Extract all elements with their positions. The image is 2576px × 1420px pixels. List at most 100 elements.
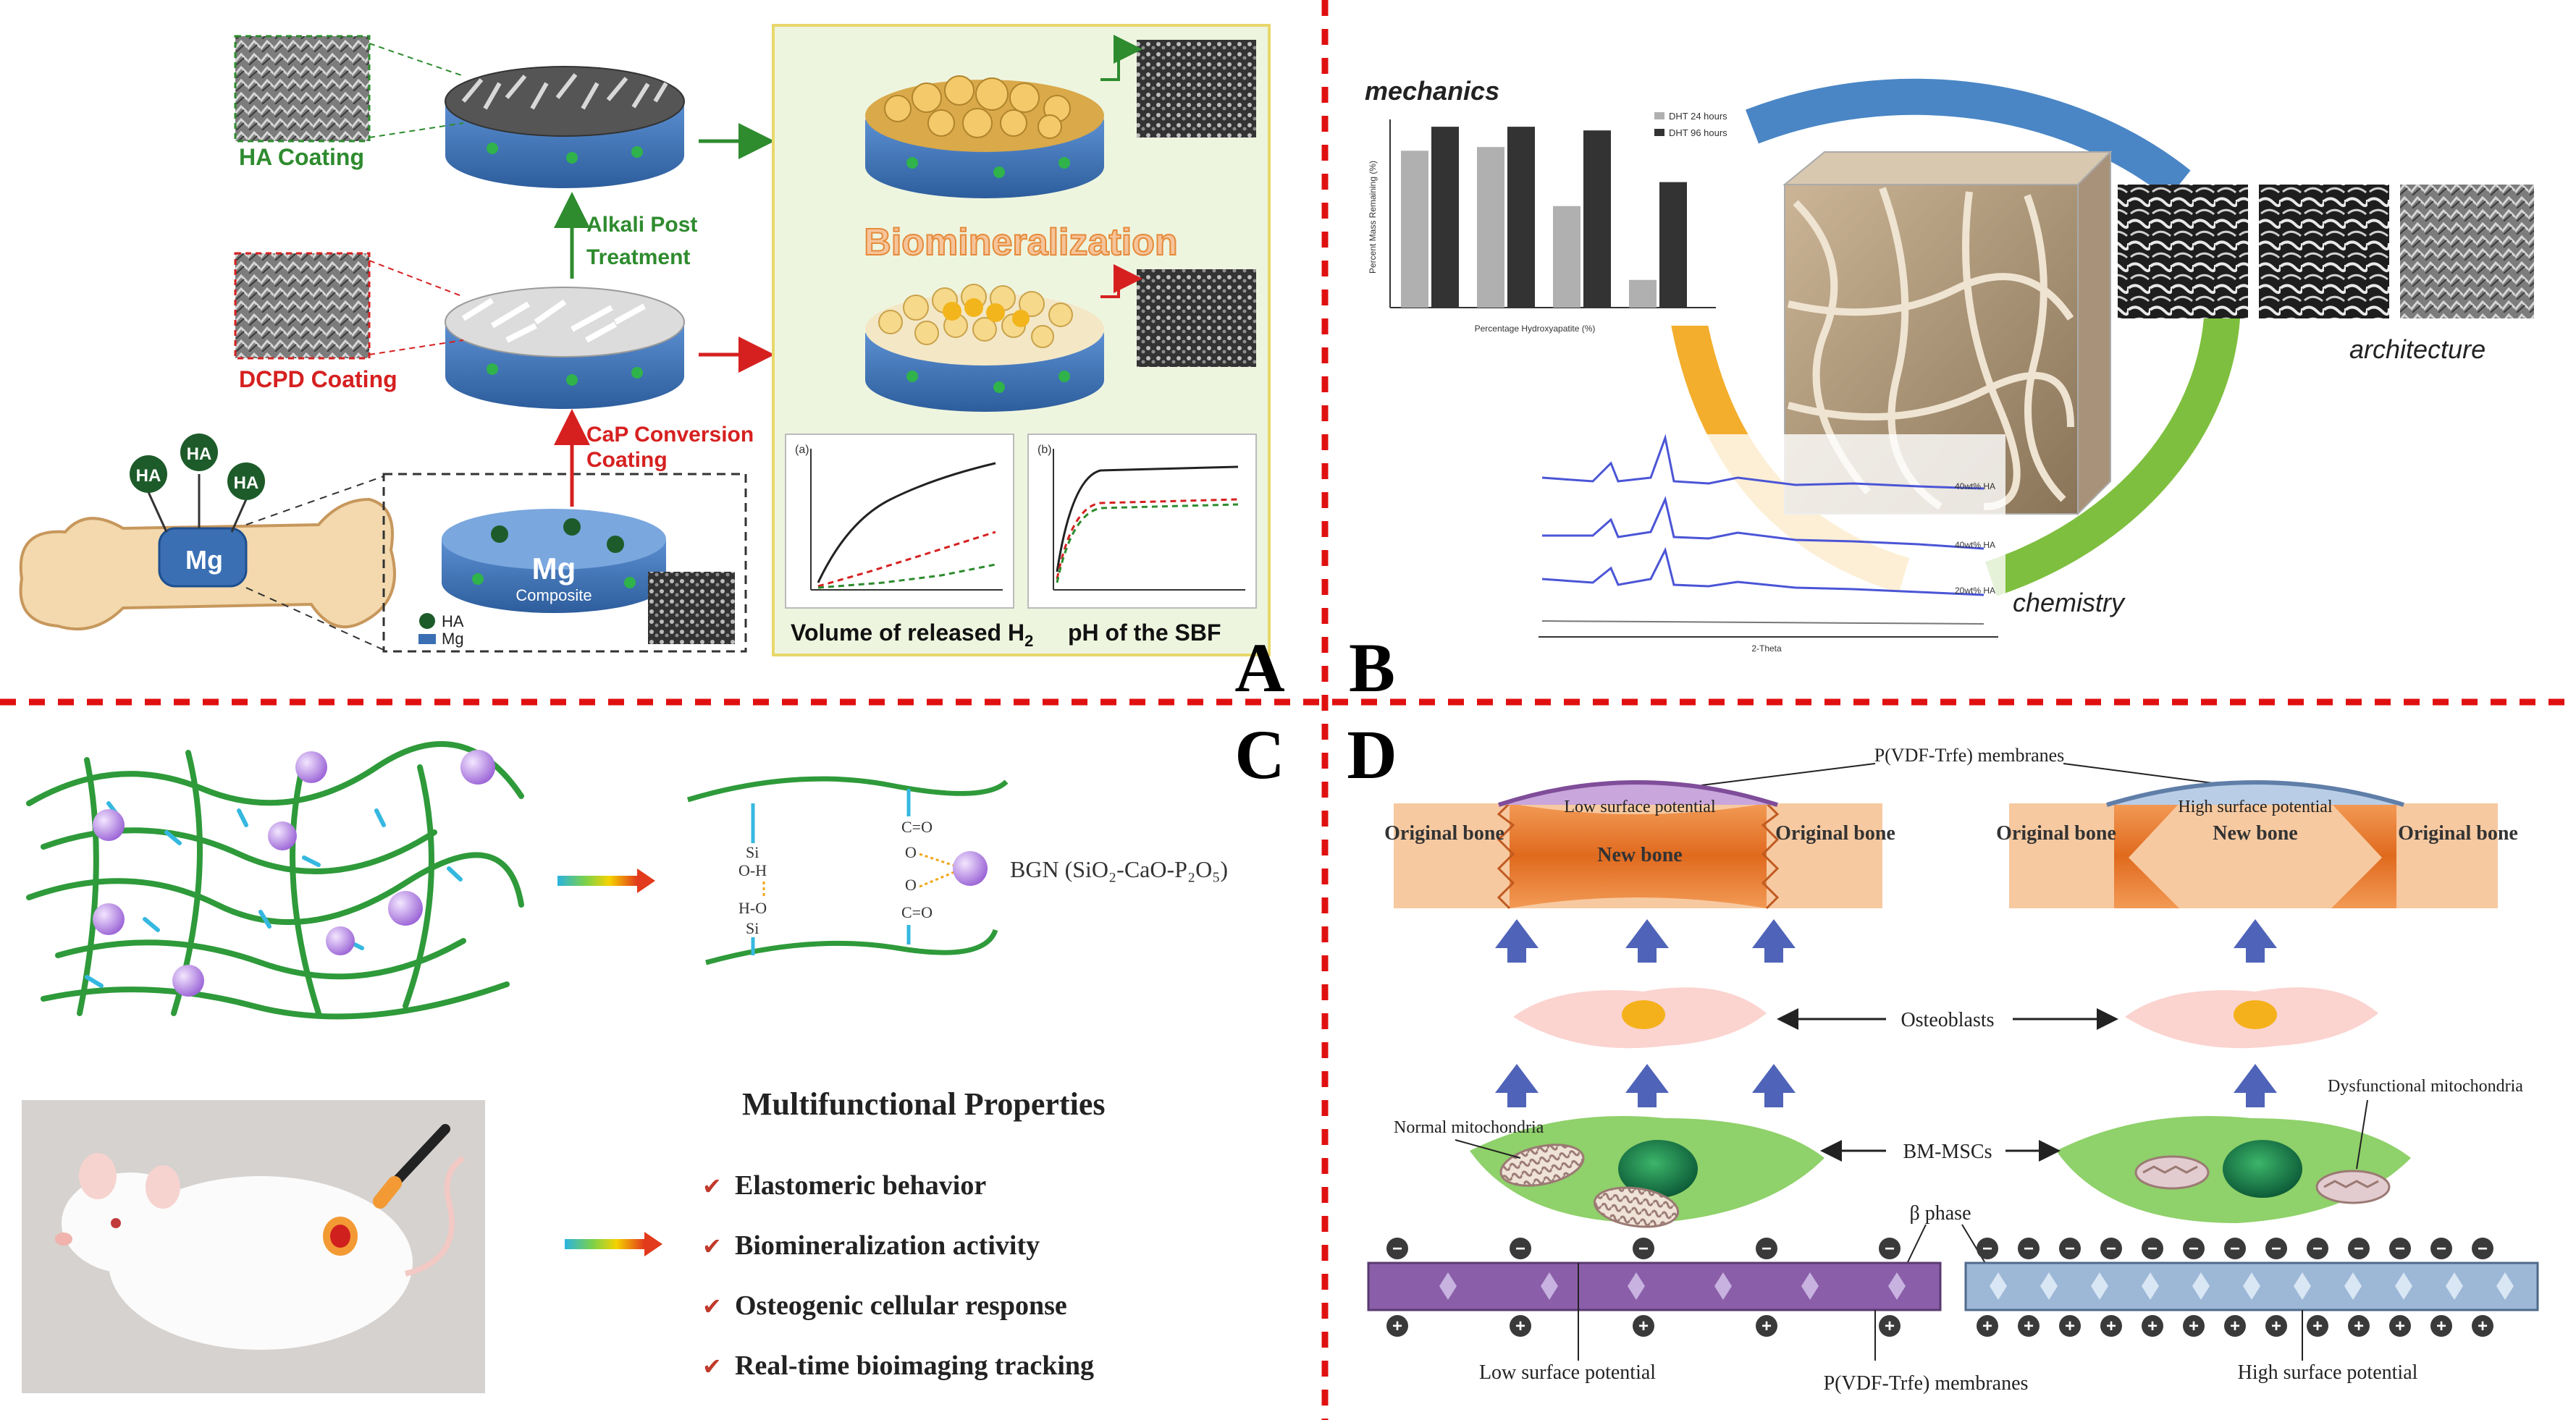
chemistry-label: chemistry xyxy=(2013,588,2126,617)
bgn-spheres xyxy=(93,750,495,997)
panel-letter-b: B xyxy=(1349,629,1395,706)
positive-charge-sign: + xyxy=(2354,1317,2364,1336)
composite-mg-label: Mg xyxy=(532,551,576,586)
h2-curve-black xyxy=(817,462,996,583)
negative-charge-sign: − xyxy=(1885,1239,1895,1259)
low-surface-potential-bottom-label: Low surface potential xyxy=(1479,1361,1656,1384)
positive-charge-icon xyxy=(2059,1315,2081,1337)
positive-charge-sign: + xyxy=(1885,1317,1895,1336)
legend-mg-swatch xyxy=(418,634,436,644)
negative-charge-sign: − xyxy=(2230,1239,2240,1259)
bone-block-right: Original bone Original bone New bone Hig… xyxy=(1996,780,2518,908)
negative-charge-sign: − xyxy=(2065,1239,2075,1259)
check-icon: ✔ xyxy=(702,1233,722,1259)
bone-illustration: Mg HA HA HA xyxy=(19,434,396,631)
sem-image-ha xyxy=(234,35,371,143)
positive-charge-sign: + xyxy=(2436,1317,2446,1336)
property-list: ✔ Elastomeric behavior ✔ Biomineralizati… xyxy=(702,1170,1094,1381)
h2-plot xyxy=(785,434,1014,609)
cap-conversion-label-1: CaP Conversion xyxy=(586,423,754,447)
bm-mscs-label: BM-MSCs xyxy=(1903,1141,1992,1163)
ph-curve-red xyxy=(1056,498,1239,580)
positive-charge-icon xyxy=(2307,1315,2328,1337)
dcpd-coating-label: DCPD Coating xyxy=(239,366,397,392)
dysfunctional-mito-label: Dysfunctional mitochondria xyxy=(2328,1077,2523,1096)
positive-charge-sign: + xyxy=(2312,1317,2323,1336)
rainbow-arrow-bottom xyxy=(565,1239,644,1249)
legend-24-label: DHT 24 hours xyxy=(1669,111,1727,122)
positive-charge-icon xyxy=(2430,1315,2452,1337)
caption-h2-text: Volume of released H xyxy=(791,620,1024,646)
bone-block-left: Original bone Original bone New bone Low… xyxy=(1384,780,1895,910)
xrd-xlabel: 2-Theta xyxy=(1751,643,1782,654)
bar-96h xyxy=(1583,130,1611,308)
negative-charge-icon xyxy=(2430,1238,2452,1259)
plot-b-tag: (b) xyxy=(1037,444,1052,456)
low-surface-potential-label: Low surface potential xyxy=(1564,798,1716,816)
panel-letter-c: C xyxy=(1234,716,1284,793)
bar-24h xyxy=(1401,151,1428,308)
positive-charge-icon xyxy=(1977,1315,1998,1337)
positive-charge-sign: + xyxy=(2230,1317,2240,1336)
positive-charge-icon xyxy=(1756,1315,1777,1337)
bond-ho: H-O xyxy=(738,899,767,917)
property-item: Elastomeric behavior xyxy=(735,1170,986,1201)
positive-charge-icon xyxy=(2265,1315,2287,1337)
negative-charge-icon xyxy=(2265,1238,2287,1259)
negative-charge-sign: − xyxy=(2354,1239,2364,1259)
ha-particle xyxy=(130,455,167,493)
positive-charge-sign: + xyxy=(1638,1317,1649,1336)
negative-charge-icon xyxy=(1879,1238,1901,1259)
plot-a-tag: (a) xyxy=(795,444,809,456)
membrane-arc-high xyxy=(2106,780,2404,807)
positive-charge-icon xyxy=(2348,1315,2370,1337)
architecture-label: architecture xyxy=(2349,334,2485,364)
sem-image-bio-bottom xyxy=(1137,269,1256,367)
mg-label: Mg xyxy=(185,545,223,575)
bond-oh: O-H xyxy=(738,861,767,879)
panel-b: mechanics Percent Mass Remaining (%) Per… xyxy=(1349,76,2534,706)
bio-disc-top xyxy=(865,75,1104,198)
membranes-top-label: P(VDF-Trfe) membranes xyxy=(1874,745,2065,766)
normal-mito-text: Normal mitochondria xyxy=(1394,1118,1544,1137)
sem-architecture-2 xyxy=(2259,185,2389,318)
bar-24h xyxy=(1553,206,1580,308)
xrd-label-3: 20wt% HA xyxy=(1955,586,1995,596)
alkali-label-1: Alkali Post xyxy=(586,213,697,237)
property-item: Real-time bioimaging tracking xyxy=(735,1351,1094,1381)
sem-architecture-3 xyxy=(2400,185,2534,318)
bar-chart-ylabel: Percent Mass Remaining (%) xyxy=(1368,161,1378,274)
panel-a: Mg HA HA HA Mg Composite HA Mg xyxy=(19,24,1285,706)
bm-msc-left xyxy=(1470,1116,1824,1228)
bgn-sphere-detail xyxy=(953,851,988,886)
ha-particle xyxy=(227,462,265,500)
up-arrows-row-1 xyxy=(1495,919,2277,963)
ha-coating-label: HA Coating xyxy=(239,144,364,170)
beta-phase-label: β phase xyxy=(1910,1202,1971,1225)
bond-o-top: O xyxy=(905,843,917,861)
legend-mg-label: Mg xyxy=(442,630,464,648)
negative-charge-icon xyxy=(1756,1238,1777,1259)
high-surface-potential-bottom-label: High surface potential xyxy=(2238,1361,2418,1384)
caption-h2: Volume of released H2 xyxy=(791,620,1033,650)
membranes-bottom-label: P(VDF-Trfe) membranes xyxy=(1824,1372,2029,1395)
negative-charge-sign: − xyxy=(2478,1239,2488,1259)
positive-charge-sign: + xyxy=(1982,1317,1992,1336)
check-icon: ✔ xyxy=(702,1293,722,1319)
positive-charge-sign: + xyxy=(2395,1317,2405,1336)
bar-24h xyxy=(1477,147,1504,308)
negative-charge-sign: − xyxy=(2436,1239,2446,1259)
positive-charge-icon xyxy=(1879,1315,1901,1337)
osteoblasts-label: Osteoblasts xyxy=(1901,1009,1994,1031)
negative-charge-icon xyxy=(1977,1238,1998,1259)
original-bone-label: Original bone xyxy=(2398,822,2518,845)
negative-charge-sign: − xyxy=(2271,1239,2281,1259)
negative-charge-icon xyxy=(2059,1238,2081,1259)
negative-charge-icon xyxy=(2472,1238,2493,1259)
panel-letter-d: D xyxy=(1347,716,1397,793)
positive-charge-sign: + xyxy=(2106,1317,2116,1336)
ha-particle-label: HA xyxy=(187,444,212,464)
cap-conversion-label-2: Coating xyxy=(586,448,668,472)
bar-chart: Percent Mass Remaining (%) Percentage Hy… xyxy=(1368,116,1716,334)
positive-charge-icon xyxy=(2142,1315,2163,1337)
